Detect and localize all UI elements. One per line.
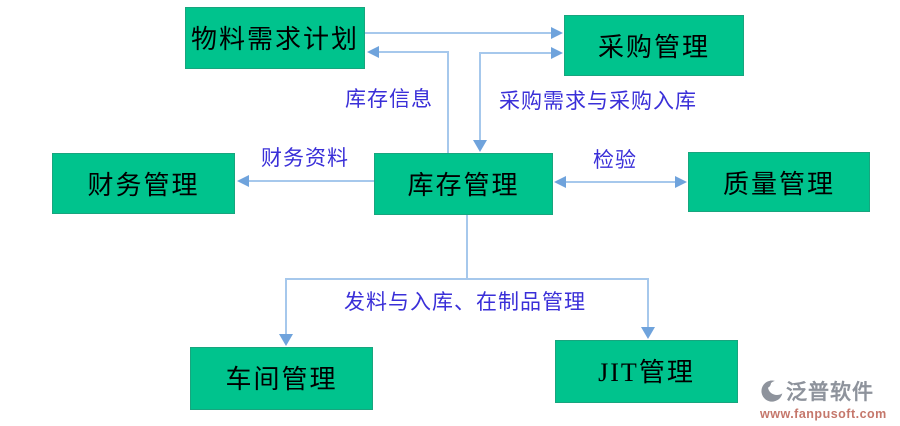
edge-inventory-finance-line: [248, 180, 374, 182]
watermark-url: www.fanpusoft.com: [760, 407, 887, 421]
edge-label-issue-receipt: 发料与入库、在制品管理: [344, 290, 586, 314]
arrow-down-icon: [473, 140, 487, 152]
edge-label-purchase-demand: 采购需求与采购入库: [499, 89, 697, 113]
arrow-left-icon: [237, 175, 249, 187]
arrow-left-icon: [367, 46, 379, 58]
node-quality-management: 质量管理: [688, 152, 870, 212]
node-workshop-management: 车间管理: [190, 347, 373, 410]
edge-inventory-quality-line: [565, 181, 676, 183]
node-jit-management: JIT管理: [555, 340, 738, 403]
node-material-requirements-planning: 物料需求计划: [185, 7, 365, 69]
edge-label-inspection: 检验: [593, 148, 637, 172]
node-finance-management: 财务管理: [52, 153, 235, 214]
watermark: 泛普软件 www.fanpusoft.com: [760, 376, 896, 421]
arrow-left-icon: [554, 176, 566, 188]
edge-jit-vline: [647, 278, 649, 329]
arrow-right-icon: [551, 47, 563, 59]
edge-mrp-purchase-line: [365, 32, 553, 34]
edge-branch-hline: [285, 278, 649, 280]
arrow-right-icon: [551, 27, 563, 39]
edge-workshop-vline: [285, 278, 287, 336]
edge-inventory-mrp-hline: [378, 51, 449, 53]
edge-label-inventory-info: 库存信息: [345, 87, 433, 111]
edge-inventory-branch-vline: [466, 215, 468, 279]
edge-label-finance-data: 财务资料: [261, 146, 349, 170]
edge-inventory-mrp-vline: [447, 52, 449, 153]
node-inventory-management: 库存管理: [374, 153, 553, 215]
fanpu-logo-icon: [760, 379, 784, 403]
node-purchasing-management: 采购管理: [564, 15, 744, 76]
watermark-brand: 泛普软件: [786, 381, 874, 404]
arrow-down-icon: [641, 327, 655, 339]
edge-inventory-purchase-vline: [479, 52, 481, 142]
edge-inventory-purchase-hline: [479, 52, 552, 54]
arrow-down-icon: [279, 334, 293, 346]
arrow-right-icon: [675, 176, 687, 188]
